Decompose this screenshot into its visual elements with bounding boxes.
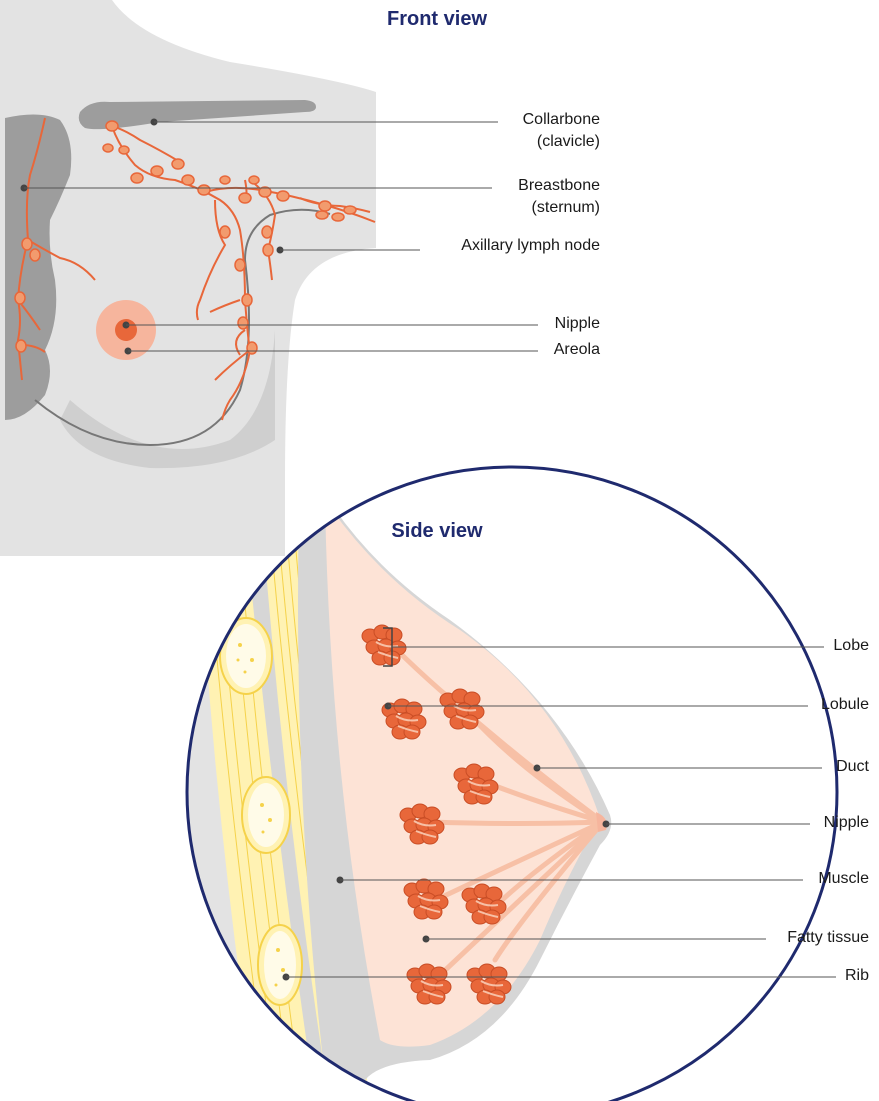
front-view-title: Front view (387, 8, 487, 30)
label-lobe: Lobe (833, 637, 869, 654)
label-nipple-side: Nipple (824, 814, 869, 831)
label-nipple-front: Nipple (555, 315, 600, 332)
label-lobule: Lobule (821, 696, 869, 713)
label-sternum: (sternum) (532, 199, 600, 216)
label-areola: Areola (554, 341, 600, 358)
label-clavicle: (clavicle) (537, 133, 600, 150)
label-rib: Rib (845, 967, 869, 984)
label-duct: Duct (836, 758, 869, 775)
label-collarbone: Collarbone (523, 111, 600, 128)
torso-silhouette (0, 0, 376, 556)
label-breastbone: Breastbone (518, 177, 600, 194)
label-muscle: Muscle (818, 870, 869, 887)
label-axillary-lymph-node: Axillary lymph node (461, 237, 600, 254)
side-view-title: Side view (391, 520, 483, 542)
label-fatty-tissue: Fatty tissue (787, 929, 869, 946)
side-view: Side view Lobe Lobule Duct Nipple Muscle… (180, 460, 870, 1101)
